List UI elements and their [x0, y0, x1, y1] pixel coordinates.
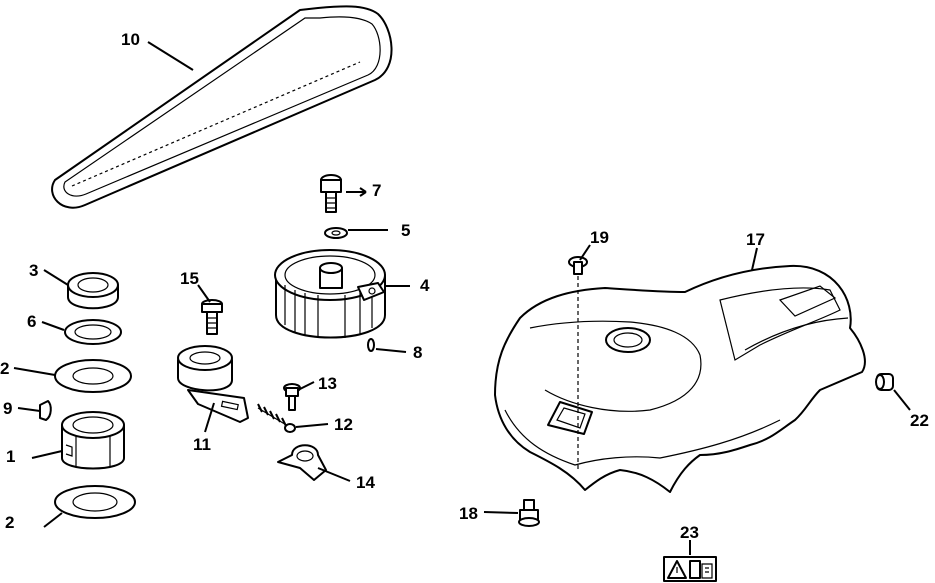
clutch-sleeve-1: [61, 411, 125, 470]
callout-2-upper: 2: [0, 359, 9, 378]
callout-labels: 2 1 9 2 6 3 10 7 5 4 8 15 11 13 12 14 19…: [0, 30, 929, 542]
callout-10: 10: [121, 30, 140, 49]
callout-8: 8: [413, 343, 422, 362]
callout-7: 7: [372, 181, 381, 200]
callout-17: 17: [746, 230, 765, 249]
pin-8: [367, 338, 375, 352]
callout-12: 12: [334, 415, 353, 434]
safety-decal-23: [663, 556, 717, 582]
washer-5: [324, 227, 348, 239]
callout-3: 3: [29, 261, 38, 280]
callout-1: 1: [6, 447, 15, 466]
seal-ring-6: [64, 319, 122, 345]
callout-9: 9: [3, 399, 12, 418]
bearing-3: [67, 272, 119, 310]
belt-cover-17: [494, 264, 866, 493]
callout-18: 18: [459, 504, 478, 523]
callout-14: 14: [356, 473, 375, 492]
grommet-22: [875, 373, 894, 391]
bolt-7: [320, 174, 342, 213]
idler-arm-11: [177, 345, 249, 423]
callout-6: 6: [27, 312, 36, 331]
washer-2-upper: [54, 359, 132, 393]
washer-2-lower: [54, 485, 136, 519]
bolt-13: [283, 383, 301, 411]
bolt-18: [518, 499, 540, 527]
callout-22: 22: [910, 411, 929, 430]
hand-guard-icon: [689, 560, 713, 579]
clamp-14: [277, 444, 327, 481]
screw-19: [568, 256, 588, 275]
callout-15: 15: [180, 269, 199, 288]
callout-4: 4: [420, 276, 430, 295]
warning-triangle-icon: [667, 560, 687, 579]
callout-5: 5: [401, 221, 410, 240]
callout-13: 13: [318, 374, 337, 393]
callout-2-lower: 2: [5, 513, 14, 532]
spring-12: [257, 403, 296, 433]
callout-11: 11: [193, 435, 211, 454]
bolt-15: [201, 299, 223, 335]
timing-belt: [51, 5, 393, 209]
key-9: [39, 400, 52, 421]
callout-23: 23: [680, 523, 699, 542]
callout-19: 19: [590, 228, 609, 247]
leader-lines: [13, 41, 911, 555]
idler-pulley-4: [274, 249, 386, 339]
